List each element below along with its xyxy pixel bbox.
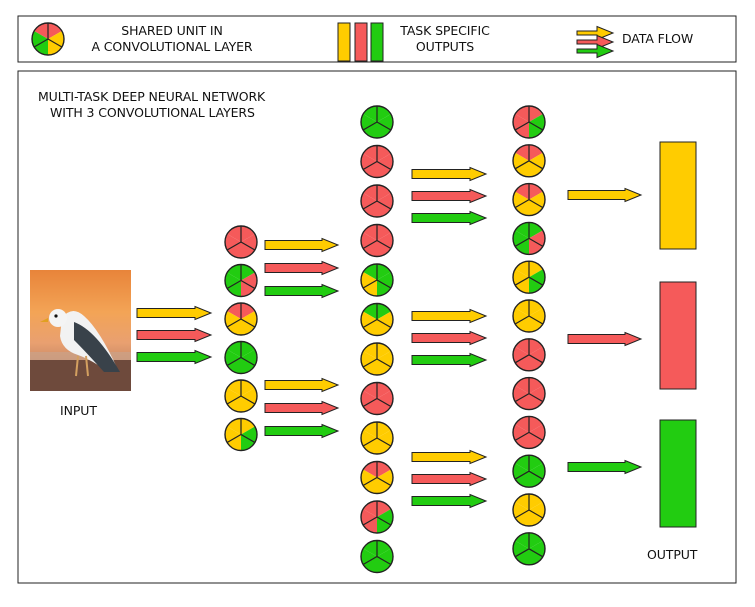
shared-unit bbox=[360, 105, 394, 139]
arrows-layer2-to-layer3-a bbox=[411, 166, 488, 226]
shared-unit bbox=[360, 263, 394, 297]
arrows-layer1-to-layer2-b bbox=[264, 377, 340, 439]
shared-unit bbox=[224, 263, 258, 298]
shared-unit bbox=[224, 379, 258, 413]
data-flow-arrow-red bbox=[264, 260, 340, 276]
arrow-to-output-yellow bbox=[567, 187, 643, 203]
input-image-seagull bbox=[30, 270, 131, 391]
conv-layer-1 bbox=[224, 225, 258, 452]
data-flow-arrow-red bbox=[411, 188, 488, 204]
shared-unit bbox=[512, 105, 546, 139]
task-output-red bbox=[659, 281, 697, 390]
legend-shared-unit-label: SHARED UNIT IN A CONVOLUTIONAL LAYER bbox=[91, 23, 253, 54]
shared-unit bbox=[512, 376, 546, 411]
arrows-input-to-layer1 bbox=[136, 305, 213, 365]
arrows-layer1-to-layer2-a bbox=[264, 237, 340, 299]
shared-unit bbox=[360, 500, 394, 534]
legend-task-outputs-label: TASK SPECIFIC OUTPUTS bbox=[400, 23, 490, 54]
shared-unit bbox=[224, 302, 258, 336]
legend-task-output-yellow bbox=[337, 22, 351, 62]
data-flow-arrow-green bbox=[136, 349, 213, 365]
data-flow-arrow-red bbox=[411, 330, 488, 346]
shared-unit bbox=[360, 381, 394, 416]
shared-unit bbox=[360, 184, 394, 218]
data-flow-arrow-yellow bbox=[411, 449, 488, 465]
shared-unit bbox=[512, 532, 546, 566]
shared-unit bbox=[512, 144, 546, 178]
data-flow-arrow-red bbox=[136, 327, 213, 343]
data-flow-arrow-yellow bbox=[411, 166, 488, 182]
data-flow-arrow-green bbox=[411, 493, 488, 509]
arrow-to-output-green bbox=[567, 459, 643, 475]
data-flow-arrow-green bbox=[264, 283, 340, 299]
legend-task-output-red bbox=[354, 22, 368, 62]
shared-unit bbox=[224, 225, 258, 259]
legend-data-flow-label: DATA FLOW bbox=[622, 31, 694, 46]
task-output-yellow bbox=[659, 141, 697, 250]
conv-layer-3 bbox=[512, 105, 546, 566]
data-flow-arrow-yellow bbox=[411, 308, 488, 324]
data-flow-arrow-red bbox=[264, 400, 340, 416]
arrows-layer2-to-layer3-c bbox=[411, 449, 488, 509]
data-flow-arrow-red bbox=[411, 471, 488, 487]
shared-unit bbox=[360, 460, 394, 495]
legend-arrow-green bbox=[576, 43, 615, 59]
task-output-green bbox=[659, 419, 697, 528]
legend-task-output-green bbox=[370, 22, 384, 62]
shared-unit bbox=[360, 539, 394, 574]
shared-unit bbox=[360, 223, 394, 258]
arrows-layer2-to-layer3-b bbox=[411, 308, 488, 368]
legend-arrow-yellow bbox=[576, 25, 615, 41]
data-flow-arrow-green bbox=[411, 210, 488, 226]
shared-unit bbox=[360, 144, 394, 179]
shared-unit bbox=[224, 417, 258, 452]
data-flow-arrow-yellow bbox=[136, 305, 213, 321]
data-flow-arrow-green bbox=[411, 352, 488, 368]
shared-unit bbox=[224, 340, 258, 375]
conv-layer-2 bbox=[360, 105, 394, 574]
data-flow-arrow-yellow bbox=[264, 237, 340, 253]
shared-unit bbox=[512, 338, 546, 372]
shared-unit bbox=[512, 493, 546, 527]
shared-unit bbox=[512, 454, 546, 488]
data-flow-arrow-green bbox=[264, 423, 340, 439]
shared-unit bbox=[512, 299, 546, 333]
legend-arrow-red bbox=[576, 34, 615, 50]
shared-unit bbox=[512, 260, 546, 294]
arrow-to-output-red bbox=[567, 331, 643, 347]
shared-unit bbox=[360, 342, 394, 376]
shared-unit bbox=[512, 221, 546, 256]
output-label: OUTPUT bbox=[647, 547, 698, 562]
shared-unit bbox=[512, 415, 546, 450]
legend-data-flow-arrows bbox=[576, 25, 615, 59]
shared-unit bbox=[360, 421, 394, 455]
diagram-title: MULTI-TASK DEEP NEURAL NETWORK WITH 3 CO… bbox=[38, 89, 266, 120]
shared-unit bbox=[512, 182, 546, 217]
shared-unit bbox=[360, 302, 394, 337]
data-flow-arrow-yellow bbox=[264, 377, 340, 393]
input-label: INPUT bbox=[60, 403, 97, 418]
legend-shared-unit-icon bbox=[31, 22, 65, 56]
